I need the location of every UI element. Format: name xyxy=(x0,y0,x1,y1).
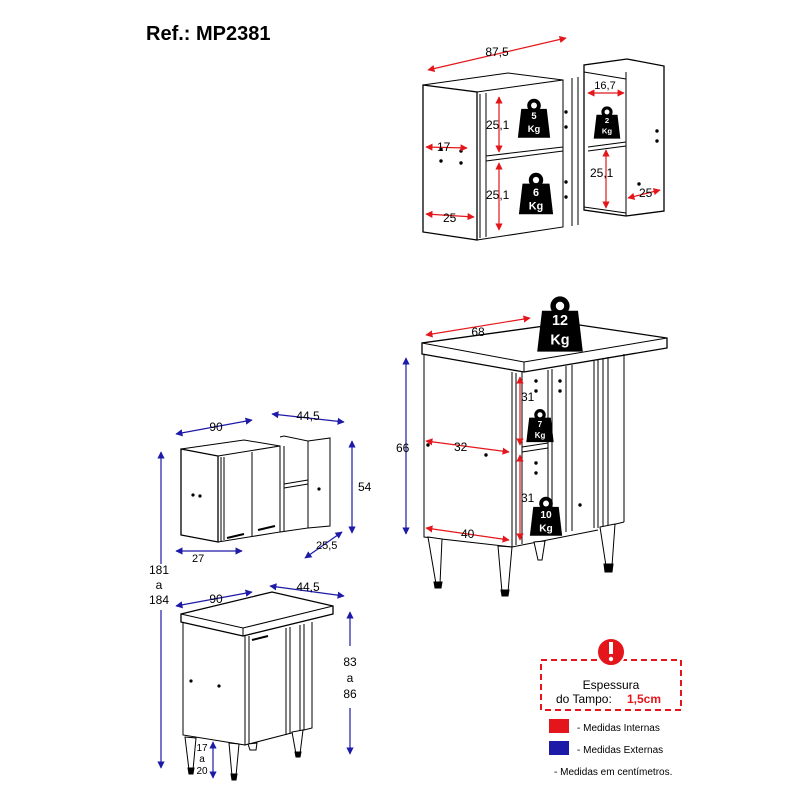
total-height-a-label: 181 xyxy=(149,563,169,577)
lower-height-b-label: 86 xyxy=(343,687,357,701)
legend-external-label: - Medidas Externas xyxy=(577,745,663,756)
total-height-b-label: 184 xyxy=(149,593,169,607)
upper-cabinet-dimensions xyxy=(425,35,661,231)
weight-6kg-icon: 6 Kg xyxy=(518,172,554,215)
upper-depth-bottom-label: 25 xyxy=(443,211,457,225)
table-width-label: 68 xyxy=(471,325,485,339)
upper-shelf-bottom-label: 25,1 xyxy=(486,188,510,202)
tabletop-notice: Espessura do Tampo: 1,5cm xyxy=(540,637,682,711)
upper-shelf-top-label: 25,1 xyxy=(486,118,510,132)
upper-depth-left-label: 17 xyxy=(437,140,451,154)
upper-assembly-height-label: 54 xyxy=(358,480,372,494)
svg-text:2: 2 xyxy=(605,116,609,125)
upper-assembly-depth-left-label: 27 xyxy=(192,553,204,565)
assembly-labels: 181 a 184 90 44,5 54 27 25,5 90 44,5 83 … xyxy=(149,409,372,777)
svg-text:Kg: Kg xyxy=(550,332,569,348)
weight-12kg-icon: 12 Kg xyxy=(537,296,583,352)
legend: - Medidas Internas - Medidas Externas - … xyxy=(549,719,672,778)
assembly-lower-cabinet xyxy=(180,591,334,781)
leg-height-a-label: 17 xyxy=(196,743,208,754)
total-height-mid-label: a xyxy=(156,578,163,592)
svg-text:Kg: Kg xyxy=(539,524,553,535)
svg-text:12: 12 xyxy=(552,313,568,329)
upper-width-label: 87,5 xyxy=(485,45,509,59)
upper-assembly-side-label: 44,5 xyxy=(296,409,320,423)
weight-7kg-icon: 7 Kg xyxy=(526,409,554,443)
leg-height-b-label: 20 xyxy=(196,766,208,777)
legend-external-swatch xyxy=(549,741,569,755)
svg-text:Kg: Kg xyxy=(535,431,546,440)
notice-line2-label: do Tampo: xyxy=(556,692,612,706)
legend-units-label: - Medidas em centímetros. xyxy=(554,767,672,778)
svg-text:10: 10 xyxy=(540,510,552,521)
upper-cabinet xyxy=(422,58,665,241)
lower-assembly-width-label: 90 xyxy=(209,592,223,606)
svg-text:5: 5 xyxy=(531,111,536,121)
upper-assembly-depth-right-label: 25,5 xyxy=(316,540,337,552)
ref-title: Ref.: MP2381 xyxy=(146,23,271,45)
legend-internal-label: - Medidas Internas xyxy=(577,723,660,734)
upper-depth-right-label: 25 xyxy=(639,186,653,200)
island-table-labels: 68 66 31 31 32 40 xyxy=(396,325,535,541)
upper-side-shelf-label: 25,1 xyxy=(590,166,614,180)
lower-height-mid-label: a xyxy=(347,671,354,685)
svg-text:Kg: Kg xyxy=(528,124,541,134)
leg-height-mid-label: a xyxy=(199,754,205,765)
notice-line1: Espessura xyxy=(583,678,640,692)
upper-cabinet-labels: 87,5 16,7 17 25 25 25,1 25,1 25,1 xyxy=(437,45,653,225)
island-table xyxy=(421,322,668,597)
svg-text:Kg: Kg xyxy=(529,201,543,213)
table-shelf-top-label: 31 xyxy=(521,390,535,404)
assembly-dimensions-external xyxy=(157,411,356,779)
lower-height-a-label: 83 xyxy=(343,655,357,669)
table-depth-bottom-label: 40 xyxy=(461,527,475,541)
table-height-label: 66 xyxy=(396,441,410,455)
table-shelf-bottom-label: 31 xyxy=(521,491,535,505)
svg-text:7: 7 xyxy=(538,420,543,429)
lower-assembly-side-label: 44,5 xyxy=(296,580,320,594)
weight-10kg-icon: 10 Kg xyxy=(529,496,563,536)
legend-internal-swatch xyxy=(549,719,569,733)
svg-text:Kg: Kg xyxy=(602,127,613,136)
weight-5kg-icon: 5 Kg xyxy=(517,98,551,138)
weight-2kg-icon: 2 Kg xyxy=(593,106,621,139)
upper-side-width-label: 16,7 xyxy=(594,80,615,92)
svg-text:6: 6 xyxy=(533,187,539,199)
upper-assembly-width-label: 90 xyxy=(209,420,223,434)
table-depth-mid-label: 32 xyxy=(454,440,468,454)
island-table-dimensions xyxy=(425,315,531,543)
assembly-upper-cabinet xyxy=(180,435,331,543)
notice-line2-value: 1,5cm xyxy=(627,692,661,706)
